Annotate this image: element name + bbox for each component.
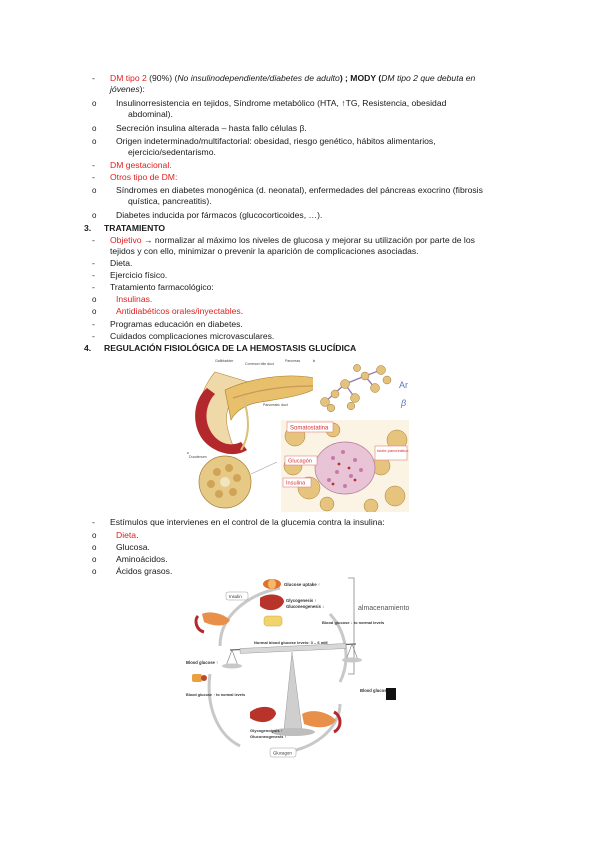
dm-tipo2-label: DM tipo 2 bbox=[110, 73, 147, 83]
balance-scale bbox=[222, 643, 362, 736]
fig2-label-gluconeogenesis-down: Gluconeogenesis ↓ bbox=[286, 604, 324, 609]
subitem-farmacos: Diabetes inducida por fármacos (glucocor… bbox=[116, 210, 323, 220]
bullet-circle: o bbox=[92, 555, 97, 564]
subitem-origen: Origen indeterminado/multifactorial: obe… bbox=[116, 136, 436, 146]
fig2-label-insulin: Insulin bbox=[229, 594, 242, 599]
section-number: 4. bbox=[84, 343, 92, 353]
bullet-dash: - bbox=[92, 235, 95, 245]
fig2-label-normal-levels: Normal blood glucose levels: 3 – 6 mM bbox=[254, 640, 328, 645]
estimulo-glucosa: Glucosa. bbox=[116, 542, 150, 552]
cycle-arrow bbox=[218, 586, 281, 647]
item-dieta: Dieta. bbox=[110, 258, 133, 268]
svg-text:Duodenum: Duodenum bbox=[189, 455, 207, 459]
item-farmacologico: Tratamiento farmacológico: bbox=[110, 282, 214, 292]
svg-text:Gallbladder: Gallbladder bbox=[215, 359, 234, 363]
bullet-circle: o bbox=[92, 99, 97, 108]
svg-text:Common bile duct: Common bile duct bbox=[245, 362, 274, 366]
item-insulinas: Insulinas. bbox=[116, 294, 153, 304]
svg-text:Pancreatic duct: Pancreatic duct bbox=[263, 403, 288, 407]
bullet-circle: o bbox=[92, 124, 97, 133]
fig2-label-bg-up: Blood glucose ↑ bbox=[186, 660, 218, 665]
bullet-dash: - bbox=[92, 73, 95, 83]
fig2-label-bg-down-normal: Blood glucose ↓ to normal levels bbox=[322, 620, 385, 625]
fig1-label-ar: Ar bbox=[399, 380, 408, 390]
fig1-label-glucagon: Glucagón bbox=[288, 459, 312, 465]
bullet-dash: - bbox=[92, 172, 95, 182]
bullet-circle: o bbox=[92, 307, 97, 316]
meal-icon bbox=[192, 674, 207, 682]
section-title-tratamiento: TRATAMIENTO bbox=[104, 223, 166, 233]
islet-tissue-illustration: Somatostatina Glucagón Insulina Islote p… bbox=[281, 420, 409, 512]
otros-tipos: Otros tipo de DM: bbox=[110, 172, 178, 182]
activity-icon bbox=[386, 688, 396, 700]
fig2-label-bg-down: Blood glucose ↓ bbox=[360, 688, 392, 693]
bullet-dash: - bbox=[92, 282, 95, 292]
bullet-dash: - bbox=[92, 319, 95, 329]
subitem-insulinorresistencia-cont: abdominal). bbox=[128, 109, 173, 119]
estimulo-aminoacidos: Aminoácidos. bbox=[116, 554, 168, 564]
dm-gestacional: DM gestacional. bbox=[110, 160, 172, 170]
liver-icon-bottom bbox=[250, 706, 276, 723]
muscle-icon bbox=[263, 579, 281, 589]
bullet-dash: - bbox=[92, 331, 95, 341]
section-number: 3. bbox=[84, 223, 92, 233]
bullet-circle: o bbox=[92, 567, 97, 576]
bullet-dash: - bbox=[92, 270, 95, 280]
fig2-label-glycogenolysis: Glycogenolysis ↑ bbox=[250, 728, 283, 733]
item-antidiabeticos: Antidiabéticos orales/inyectables. bbox=[116, 306, 244, 316]
bullet-circle: o bbox=[92, 543, 97, 552]
pancreas-icon-bottom bbox=[302, 710, 342, 734]
bullet-dash: - bbox=[92, 160, 95, 170]
svg-text:c: c bbox=[187, 450, 189, 455]
objetivo-line-2: tejidos y con ello, minimizar o prevenir… bbox=[110, 246, 419, 256]
subitem-monogenica: Síndromes en diabetes monogénica (d. neo… bbox=[116, 185, 483, 195]
fig2-label-glucose-uptake: Glucose uptake ↑ bbox=[284, 582, 320, 587]
subitem-secrecion: Secreción insulina alterada – hasta fall… bbox=[116, 123, 307, 133]
fig2-label-gluconeogenesis-up: Gluconeogenesis ↑ bbox=[250, 734, 286, 739]
item-programas: Programas educación en diabetes. bbox=[110, 319, 243, 329]
subitem-insulinorresistencia: Insulinorresistencia en tejidos, Síndrom… bbox=[116, 98, 447, 108]
glucose-homeostasis-figure: almacenamiento Glucose uptake ↑ Glycogen… bbox=[180, 574, 425, 762]
estimulos-line: Estímulos que intervienes en el control … bbox=[110, 517, 385, 527]
cycle-arrow bbox=[207, 673, 241, 748]
bullet-dash: - bbox=[92, 517, 95, 527]
bullet-circle: o bbox=[92, 531, 97, 540]
liver-icon bbox=[260, 594, 284, 611]
pancreas-icon bbox=[194, 612, 230, 634]
acini-illustration: b Ar β bbox=[313, 356, 409, 413]
bullet-circle: o bbox=[92, 186, 97, 195]
dm-tipo2-line: DM tipo 2 (90%) (No insulinodependiente/… bbox=[110, 73, 476, 83]
estimulo-acidos-grasos: Ácidos grasos. bbox=[116, 566, 173, 576]
fig2-label-glycogenesis: Glycogenesis ↑ bbox=[286, 598, 317, 603]
fig1-label-insulina: Insulina bbox=[286, 481, 306, 487]
item-ejercicio: Ejercicio físico. bbox=[110, 270, 168, 280]
fig1-label-islote: Islote pancreático bbox=[377, 448, 409, 453]
dm-tipo2-line-2: jóvenes): bbox=[110, 84, 145, 94]
storage-bracket bbox=[348, 577, 355, 675]
fig1-label-somatostatina: Somatostatina bbox=[290, 426, 329, 432]
estimulo-dieta: Dieta. bbox=[116, 530, 139, 540]
pancreas-illustration: Gallbladder Common bile duct Pancreas Pa… bbox=[189, 359, 324, 459]
bullet-circle: o bbox=[92, 137, 97, 146]
fig2-label-almacenamiento: almacenamiento bbox=[358, 605, 409, 612]
subitem-monogenica-cont: quística, pancreatitis). bbox=[128, 196, 212, 206]
bullet-circle: o bbox=[92, 211, 97, 220]
svg-text:b: b bbox=[313, 358, 316, 363]
fig2-label-bg-up-normal: Blood glucose ↑ to normal levels bbox=[186, 693, 245, 697]
section-title-regulacion: REGULACIÓN FISIOLÓGICA DE LA HEMOSTASIS … bbox=[104, 343, 357, 353]
bullet-circle: o bbox=[92, 295, 97, 304]
subitem-origen-cont: ejercicio/sedentarismo. bbox=[128, 147, 216, 157]
objetivo-line: Objetivo → normalizar al máximo los nive… bbox=[110, 235, 475, 245]
fig2-label-glucagon: Glucagon bbox=[273, 751, 292, 756]
item-cuidados: Cuidados complicaciones microvasculares. bbox=[110, 331, 275, 341]
pancreas-anatomy-figure: Gallbladder Common bile duct Pancreas Pa… bbox=[185, 354, 410, 512]
acinus-section-illustration: c bbox=[187, 450, 278, 509]
adipose-icon bbox=[263, 615, 283, 627]
bullet-dash: - bbox=[92, 258, 95, 268]
fig1-label-beta: β bbox=[400, 398, 406, 408]
svg-text:Pancreas: Pancreas bbox=[285, 359, 300, 363]
